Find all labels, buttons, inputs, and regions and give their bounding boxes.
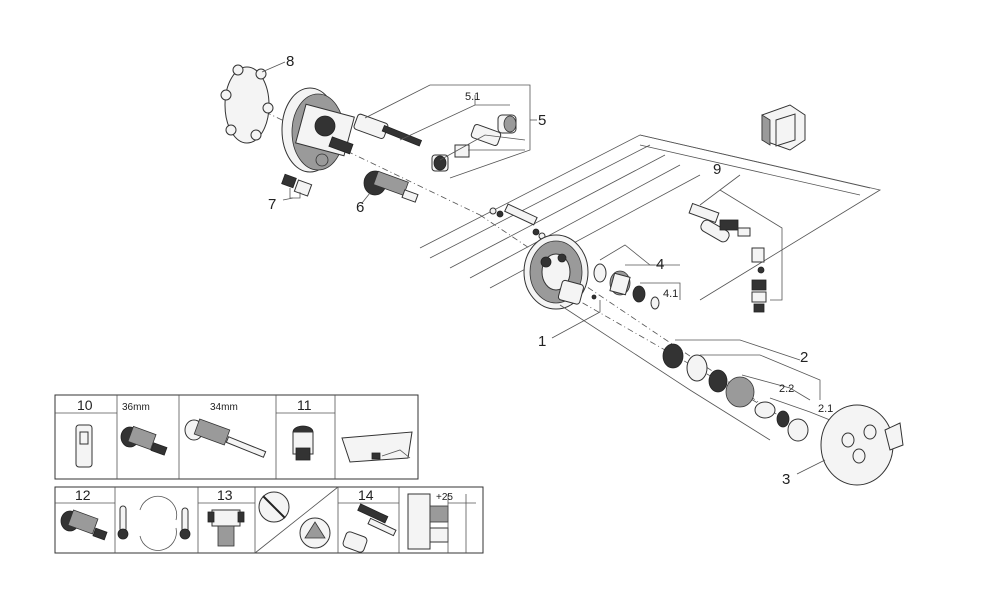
spare-parts-table-top — [54, 394, 419, 480]
part-9-outlet-fitting — [688, 202, 767, 313]
part-1-mounting-plate — [523, 234, 597, 310]
grease-tube-icon — [75, 424, 93, 468]
table-cell-12: 12 — [75, 487, 91, 503]
shower-outlet-icon — [299, 517, 331, 549]
spindle-and-orings — [489, 203, 546, 240]
dimension-label: +25 — [436, 492, 453, 503]
table-cell-10: 10 — [77, 397, 93, 413]
callout-8: 8 — [286, 53, 294, 70]
callout-2-1: 2.1 — [818, 403, 833, 415]
no-water-icon — [258, 491, 290, 523]
part-2-rosette-set — [662, 343, 809, 442]
bathtub-installation-icon — [341, 431, 413, 463]
callout-2-2: 2.2 — [779, 383, 794, 395]
part-3-trim-plate — [820, 404, 904, 486]
callout-5-bracket — [364, 84, 537, 179]
part-4-adapter — [593, 263, 660, 310]
callout-5: 5 — [538, 112, 546, 129]
callout-9: 9 — [713, 161, 721, 178]
callout-4-bracket — [599, 244, 681, 300]
callout-4-1: 4.1 — [663, 288, 678, 300]
callout-2-bracket — [675, 339, 831, 421]
callout-6: 6 — [356, 199, 364, 216]
callout-5-1: 5.1 — [465, 91, 480, 103]
table-cell-13: 13 — [217, 487, 233, 503]
valve-body-icon — [207, 509, 245, 547]
size-label-36mm: 36mm — [122, 402, 150, 413]
callout-2: 2 — [800, 349, 808, 366]
cartridge-34mm-icon — [184, 418, 267, 458]
part-7-fittings — [281, 173, 313, 197]
wall-plane — [419, 134, 882, 301]
thermometer-cycle-icon — [117, 495, 191, 551]
callout-4: 4 — [656, 256, 664, 273]
size-label-34mm: 34mm — [210, 402, 238, 413]
table-cell-14: 14 — [358, 487, 374, 503]
cartridge-36mm-icon — [120, 425, 168, 456]
part-8-clip-ring — [220, 64, 274, 144]
callout-3: 3 — [782, 471, 790, 488]
filter-nipple-icon — [292, 425, 314, 461]
valve-body-housing — [281, 87, 355, 173]
callout-1: 1 — [538, 333, 546, 350]
callout-7: 7 — [268, 196, 276, 213]
table-cell-11: 11 — [297, 397, 312, 413]
part-5-cartridge-set — [353, 113, 517, 172]
callout-9-bracket — [699, 174, 783, 301]
wall-holder-icon — [761, 104, 806, 151]
cartridge-12-icon — [60, 509, 108, 541]
installation-depth-icon — [407, 493, 476, 553]
part-6-thermo-cartridge — [363, 170, 419, 203]
sealing-parts-icon — [342, 503, 397, 553]
